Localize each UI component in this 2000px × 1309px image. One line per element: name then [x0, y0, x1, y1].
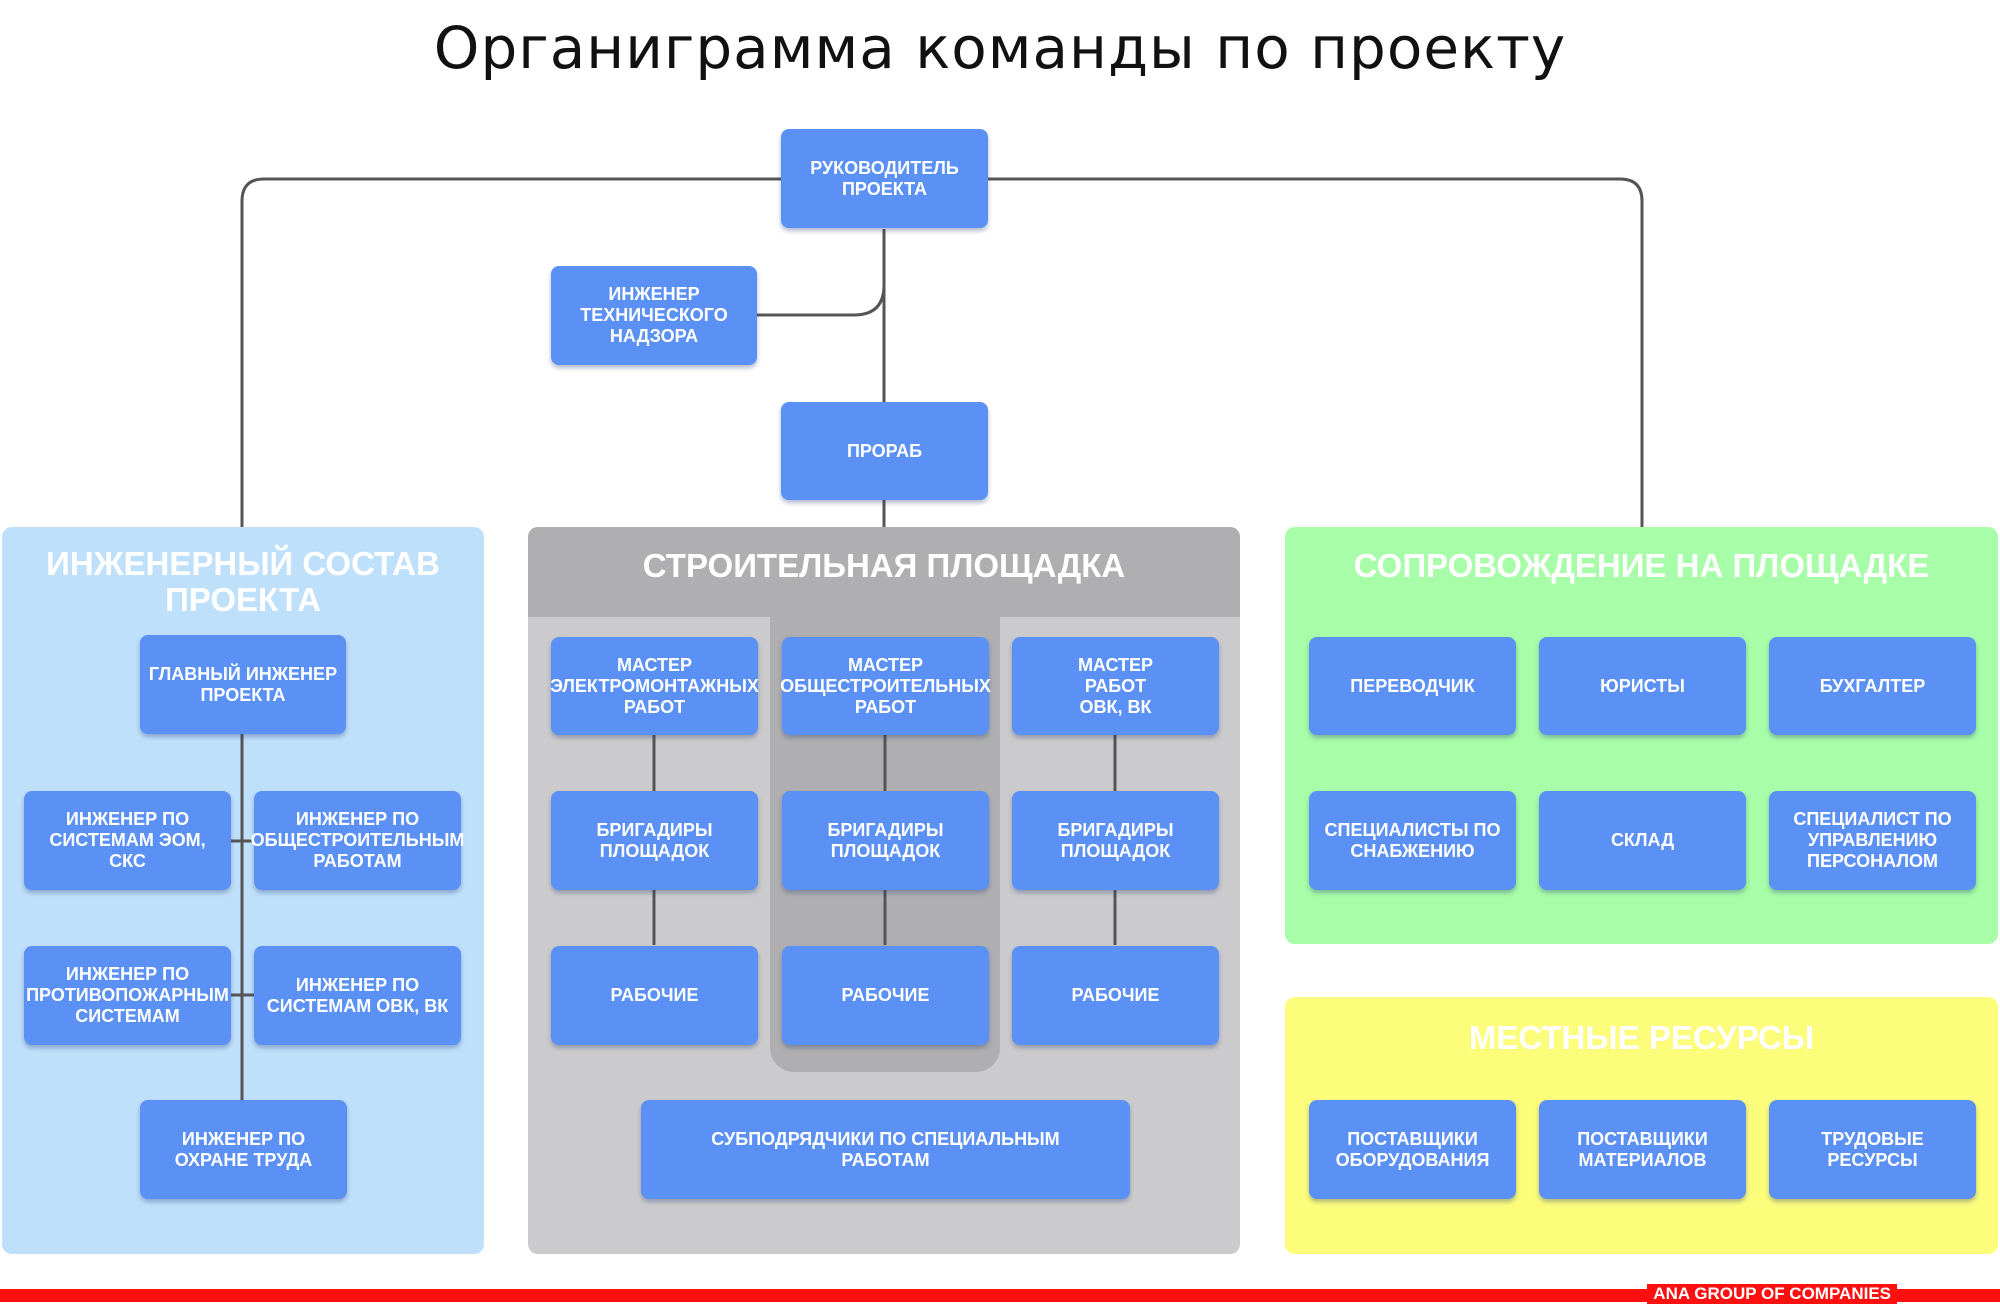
site-panel-title: Строительная площадка — [642, 547, 1126, 584]
site-panel-header — [528, 527, 1240, 617]
master-hvac-box: Мастер работ ОВК, ВК — [1012, 637, 1219, 735]
fire-engineer-box: Инженер по противопожарным системам — [24, 946, 231, 1045]
engineering-panel-title: Инженерный состав проекта — [46, 545, 440, 618]
link-manager-engineering — [240, 177, 782, 527]
safety-engineer-box: Инженер по охране труда — [140, 1100, 347, 1199]
labor-resources-box: Трудовые ресурсы — [1769, 1100, 1976, 1199]
chief-engineer-box: Главный инженер проекта — [140, 635, 346, 734]
workers-general-box: Рабочие — [782, 946, 989, 1045]
project-manager-box: Руководитель проекта — [781, 129, 988, 228]
local-resources-panel-title: Местные ресурсы — [1468, 1019, 1815, 1056]
master-general-box: Мастер общестроительных работ — [780, 637, 991, 735]
eom-engineer-box: Инженер по системам ЭОМ, СКС — [24, 791, 231, 890]
footer-company-name: ANA GROUP OF COMPANIES — [1647, 1284, 1897, 1304]
link-manager-supervision — [757, 284, 886, 317]
brigadiers-general-box: Бригадиры площадок — [782, 791, 989, 890]
page-title: Органиграмма команды по проекту — [433, 14, 1567, 82]
foreman-box: Прораб — [781, 402, 988, 500]
equipment-suppliers-box: Поставщики оборудования — [1309, 1100, 1516, 1199]
hr-specialist-box: Специалист по управлению персоналом — [1769, 791, 1976, 890]
master-electric-box: Мастер электромонтажных работ — [550, 637, 759, 735]
technical-supervision-box: Инженер технического надзора — [551, 266, 757, 365]
workers-electric-box: Рабочие — [551, 946, 758, 1045]
brigadiers-hvac-box: Бригадиры площадок — [1012, 791, 1219, 890]
procurement-box: Специалисты по снабжению — [1309, 791, 1516, 890]
subcontractors-box: Субподрядчики по специальным работам — [641, 1100, 1130, 1199]
workers-hvac-box: Рабочие — [1012, 946, 1219, 1045]
material-suppliers-box: Поставщики материалов — [1539, 1100, 1746, 1199]
general-works-engineer-box: Инженер по общестроительным работам — [251, 791, 464, 890]
support-panel-title: Сопровождение на площадке — [1353, 547, 1930, 584]
hvac-engineer-box: Инженер по системам ОВК, ВК — [254, 946, 461, 1045]
lawyers-box: Юристы — [1539, 637, 1746, 735]
accountant-box: Бухгалтер — [1769, 637, 1976, 735]
brigadiers-electric-box: Бригадиры площадок — [551, 791, 758, 890]
footer-bar — [0, 1289, 2000, 1302]
translator-box: Переводчик — [1309, 637, 1516, 735]
warehouse-box: Склад — [1539, 791, 1746, 890]
link-manager-support — [988, 177, 1644, 527]
